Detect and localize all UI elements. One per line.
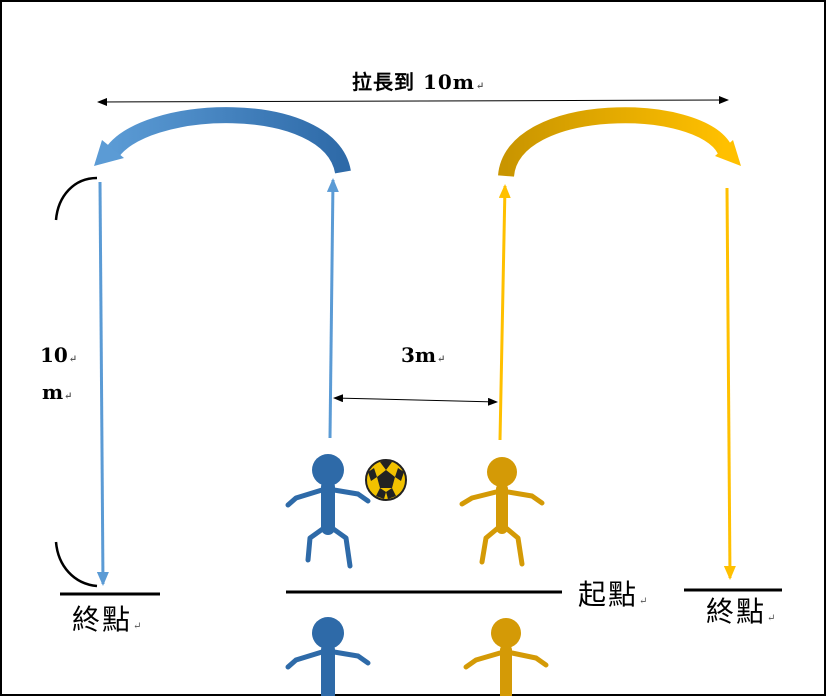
yellow-player-2-figure-icon [463,618,549,696]
yellow-curved-arrow [498,107,741,178]
gap-distance-label: 3m↵ [401,343,446,367]
soccer-ball-icon [365,459,407,501]
finish-label-right: 終點↵ [706,595,778,628]
height-distance-label-number: 10↵ [40,343,78,367]
span-distance-label: 拉長到 10m↵ [352,70,486,94]
blue-player-figure-icon [285,454,371,569]
yellow-down-arrow [723,187,736,580]
blue-curved-arrow [94,107,351,175]
gap-double-arrow [333,394,498,406]
blue-up-arrow [326,178,339,439]
blue-down-arrow [96,181,109,586]
height-bracket-bottom [54,541,98,588]
yellow-up-arrow [498,184,511,441]
finish-label-left: 終點↵ [72,603,144,636]
span-double-arrow [97,96,729,106]
height-distance-label-unit: m↵ [42,380,73,404]
height-bracket-top [54,176,98,221]
start-label: 起點↵ [578,578,650,611]
blue-player-2-figure-icon [285,617,371,696]
yellow-player-figure-icon [459,457,545,567]
